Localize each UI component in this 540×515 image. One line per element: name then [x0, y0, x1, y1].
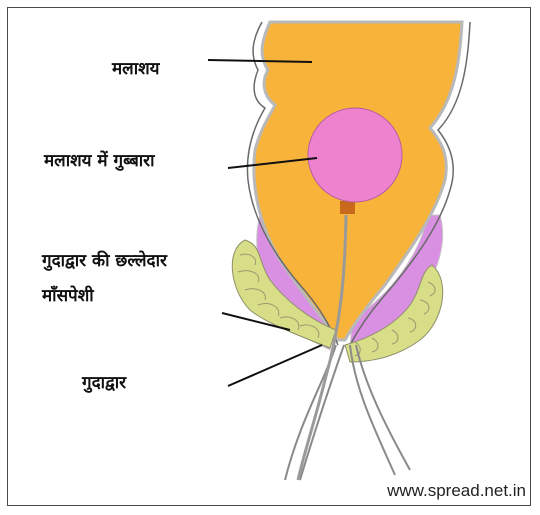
- label-rectum: मलाशय: [112, 58, 160, 80]
- balloon: [308, 108, 402, 202]
- label-balloon: मलाशय में गुब्बारा: [44, 150, 155, 172]
- pointer-anus: [228, 345, 322, 386]
- label-anus: गुदाद्वार: [82, 372, 126, 394]
- label-sphincter-line1: गुदाद्वार की छल्लेदार: [42, 250, 167, 272]
- catheter-connector: [340, 201, 355, 214]
- watermark: www.spread.net.in: [387, 481, 526, 501]
- label-sphincter-line2: माँसपेशी: [42, 285, 94, 307]
